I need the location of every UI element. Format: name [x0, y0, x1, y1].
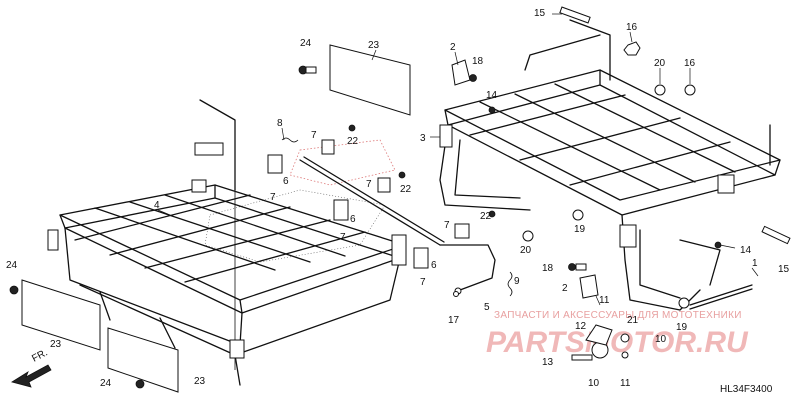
callout-22a: 22 [347, 136, 359, 147]
callout-2b: 2 [562, 283, 568, 294]
callout-11b: 11 [620, 378, 631, 389]
diagram-code: HL34F3400 [720, 384, 773, 395]
callout-7f: 7 [420, 277, 426, 288]
callout-labels: 15 16 24 23 2 18 20 16 14 3 8 7 22 6 7 7… [6, 8, 790, 389]
lower-bed-frame [47, 99, 407, 386]
callout-14b: 14 [740, 245, 752, 256]
callout-10b: 10 [588, 378, 600, 389]
callout-22b: 22 [400, 184, 412, 195]
callout-6a: 6 [283, 176, 289, 187]
callout-6b: 6 [350, 214, 356, 225]
callout-23c: 23 [194, 376, 206, 387]
callout-3: 3 [420, 133, 426, 144]
callout-11a: 11 [599, 295, 610, 306]
upper-bed-frame [439, 19, 781, 311]
direction-label: FR. [30, 347, 49, 364]
callout-24b: 24 [6, 260, 18, 271]
callout-7e: 7 [444, 220, 450, 231]
callout-24c: 24 [100, 378, 112, 389]
callout-21: 21 [627, 315, 639, 326]
callout-7b: 7 [270, 192, 276, 203]
callout-5: 5 [484, 302, 490, 313]
callout-23a: 23 [368, 40, 380, 51]
callout-16a: 16 [626, 22, 638, 33]
callout-24a: 24 [300, 38, 312, 49]
watermark-caption: ЗАПЧАСТИ И АКСЕССУАРЫ ДЛЯ МОТОТЕХНИКИ [494, 310, 742, 321]
callout-15a: 15 [534, 8, 546, 19]
callout-16b: 16 [684, 58, 696, 69]
callout-15b: 15 [778, 264, 790, 275]
callout-23b: 23 [50, 339, 62, 350]
leader-lines [157, 13, 759, 306]
callout-19a: 19 [574, 224, 586, 235]
callout-8: 8 [277, 118, 283, 129]
callout-7d: 7 [340, 232, 346, 243]
callout-1: 1 [752, 258, 758, 269]
callout-7c: 7 [366, 179, 372, 190]
callout-13: 13 [542, 357, 554, 368]
callout-4: 4 [154, 200, 160, 211]
callout-10a: 10 [655, 334, 667, 345]
callout-22c: 22 [480, 211, 492, 222]
watermark-brand: PARTSMOTOR.RU [486, 326, 749, 359]
callout-17: 17 [448, 315, 460, 326]
callout-20a: 20 [654, 58, 666, 69]
callout-9: 9 [514, 276, 520, 287]
callout-2a: 2 [450, 42, 456, 53]
callout-19b: 19 [676, 322, 688, 333]
callout-14a: 14 [486, 90, 498, 101]
front-direction-arrow: FR. [11, 347, 52, 388]
callout-18a: 18 [472, 56, 484, 67]
callout-7a: 7 [311, 130, 317, 141]
callout-12: 12 [575, 321, 587, 332]
callout-18b: 18 [542, 263, 554, 274]
callout-20b: 20 [520, 245, 532, 256]
floor-panel-hatch [204, 139, 396, 263]
callout-6c: 6 [431, 260, 437, 271]
fasteners [9, 6, 791, 393]
